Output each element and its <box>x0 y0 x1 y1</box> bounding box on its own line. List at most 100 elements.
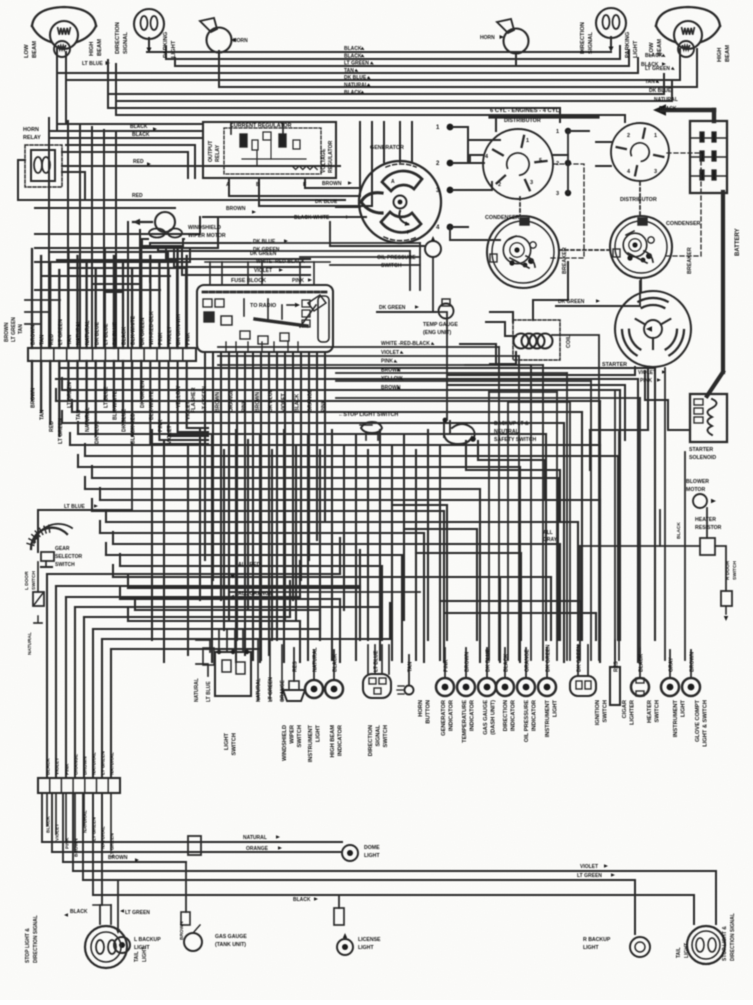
svg-text:TAN: TAN <box>40 409 46 420</box>
svg-text:LIGHT: LIGHT <box>364 853 380 859</box>
svg-text:RELAY: RELAY <box>23 135 41 141</box>
svg-text:TO RADIO: TO RADIO <box>250 303 276 309</box>
svg-text:LIGHTER: LIGHTER <box>629 700 635 725</box>
svg-text:PINK: PINK <box>158 419 164 432</box>
svg-text:←STOP LIGHT SWITCH: ←STOP LIGHT SWITCH <box>338 412 398 418</box>
svg-text:LT GREEN: LT GREEN <box>268 677 274 702</box>
svg-text:1: 1 <box>556 129 559 135</box>
svg-text:3: 3 <box>654 169 657 175</box>
svg-text:DK BLUE: DK BLUE <box>122 408 128 432</box>
svg-text:ALL ORANGE: ALL ORANGE <box>238 591 273 597</box>
svg-text:(DASH UNIT): (DASH UNIT) <box>490 700 496 735</box>
svg-text:SWITCH: SWITCH <box>297 725 303 747</box>
svg-text:NATURAL: NATURAL <box>256 678 262 702</box>
svg-text:LOW: LOW <box>649 42 655 56</box>
svg-text:BEAM: BEAM <box>32 41 38 58</box>
svg-text:DK GREEN: DK GREEN <box>577 644 583 672</box>
svg-text:LT GREEN: LT GREEN <box>11 317 17 342</box>
svg-text:INSTRUMENT: INSTRUMENT <box>308 724 314 762</box>
svg-text:INDICATOR: INDICATOR <box>510 700 516 731</box>
svg-text:LIGHT: LIGHT <box>134 945 150 951</box>
svg-text:GRAY: GRAY <box>543 537 558 543</box>
svg-text:BLACK: BLACK <box>344 53 362 59</box>
svg-text:DK GRN-WH: DK GRN-WH <box>176 314 182 345</box>
svg-text:DIRECTION: DIRECTION <box>580 22 586 54</box>
svg-text:LT GREEN: LT GREEN <box>67 382 73 408</box>
svg-text:SWITCH: SWITCH <box>381 263 402 269</box>
svg-text:LT GREEN: LT GREEN <box>58 319 64 345</box>
svg-text:TAN: TAN <box>67 334 73 345</box>
svg-text:ORANGE: ORANGE <box>73 753 79 775</box>
svg-text:DK BLUE: DK BLUE <box>94 321 100 345</box>
svg-text:PINK: PINK <box>292 278 304 284</box>
svg-text:DIRECTION: DIRECTION <box>368 725 374 756</box>
svg-text:LT BLUE: LT BLUE <box>103 323 109 345</box>
svg-text:WH-RED-BLK: WH-RED-BLK <box>149 311 155 345</box>
svg-text:BEAM: BEAM <box>657 39 663 56</box>
svg-text:ORANGE: ORANGE <box>228 389 234 412</box>
svg-text:LT BLUE: LT BLUE <box>82 61 103 67</box>
svg-text:BROWN: BROWN <box>73 838 79 857</box>
svg-text:LIGHT: LIGHT <box>633 40 639 58</box>
svg-text:HIGH: HIGH <box>89 42 95 57</box>
svg-text:HEATER: HEATER <box>695 517 716 523</box>
svg-text:VOLTAGE: VOLTAGE <box>321 148 327 173</box>
svg-text:HORN: HORN <box>480 35 495 41</box>
svg-text:DIRECTION: DIRECTION <box>115 22 121 54</box>
svg-text:HIGH: HIGH <box>717 48 723 63</box>
svg-text:ALL RED: ALL RED <box>238 562 261 568</box>
svg-text:HORN: HORN <box>233 38 248 44</box>
svg-text:TAN: TAN <box>18 324 24 334</box>
svg-text:BROWN: BROWN <box>179 921 185 940</box>
svg-text:RED: RED <box>49 421 55 432</box>
svg-text:BROWN: BROWN <box>690 652 696 672</box>
svg-text:BLACK: BLACK <box>122 327 128 345</box>
svg-text:PINK: PINK <box>640 378 652 384</box>
svg-text:NATURAL: NATURAL <box>85 406 91 432</box>
svg-text:L DOOR: L DOOR <box>24 571 30 590</box>
svg-text:2: 2 <box>436 161 440 167</box>
svg-text:NATURAL: NATURAL <box>85 319 91 345</box>
svg-text:INDICATOR: INDICATOR <box>448 700 454 731</box>
svg-text:SWITCH: SWITCH <box>383 725 389 747</box>
svg-text:DK GREEN: DK GREEN <box>140 317 146 345</box>
svg-text:BLACK: BLACK <box>344 90 362 96</box>
svg-text:INDICATOR: INDICATOR <box>337 725 343 756</box>
svg-text:SAFETY SWITCH: SAFETY SWITCH <box>494 437 537 443</box>
svg-text:BLACK: BLACK <box>676 522 682 539</box>
svg-text:SIGNAL: SIGNAL <box>123 32 129 54</box>
svg-text:TAIL: TAIL <box>676 947 682 958</box>
svg-text:BROWN: BROWN <box>322 181 342 187</box>
svg-text:NATURAL: NATURAL <box>194 678 200 702</box>
svg-text:NATURAL: NATURAL <box>27 632 33 655</box>
svg-text:DK BLUE: DK BLUE <box>649 88 672 94</box>
svg-text:LT BLUE: LT BLUE <box>103 386 109 408</box>
svg-text:DK GREEN: DK GREEN <box>140 380 146 408</box>
svg-text:BROWN: BROWN <box>381 385 401 391</box>
svg-text:PINK: PINK <box>158 332 164 345</box>
svg-text:BLACK: BLACK <box>45 816 51 833</box>
svg-text:INDICATOR: INDICATOR <box>469 700 475 731</box>
svg-text:LICENSE: LICENSE <box>358 937 381 943</box>
svg-text:DK BLUE: DK BLUE <box>268 388 274 412</box>
svg-text:SWITCH: SWITCH <box>31 571 37 590</box>
svg-text:LT GREEN: LT GREEN <box>109 833 115 857</box>
svg-text:LIGHT: LIGHT <box>315 724 321 742</box>
svg-text:SELECTOR: SELECTOR <box>55 554 83 560</box>
svg-text:LIGHT: LIGHT <box>171 40 177 58</box>
svg-text:PARKING: PARKING <box>163 31 169 58</box>
svg-text:NATURAL: NATURAL <box>82 810 88 833</box>
svg-text:VIOLET: VIOLET <box>281 392 287 412</box>
svg-text:BLACK: BLACK <box>639 654 645 672</box>
svg-text:A: A <box>226 182 230 188</box>
svg-text:1: 1 <box>654 133 657 139</box>
svg-text:VIOLET: VIOLET <box>167 424 173 444</box>
svg-text:PARKING: PARKING <box>625 31 631 58</box>
svg-text:3: 3 <box>530 180 533 186</box>
svg-text:(TANK UNIT): (TANK UNIT) <box>215 942 246 948</box>
svg-text:DISTRIBUTOR: DISTRIBUTOR <box>504 118 541 124</box>
svg-text:NATURAL: NATURAL <box>100 826 106 849</box>
svg-text:LT GREEN: LT GREEN <box>91 817 97 841</box>
svg-text:BROWN: BROWN <box>226 206 246 212</box>
svg-text:TAN: TAN <box>76 409 82 420</box>
